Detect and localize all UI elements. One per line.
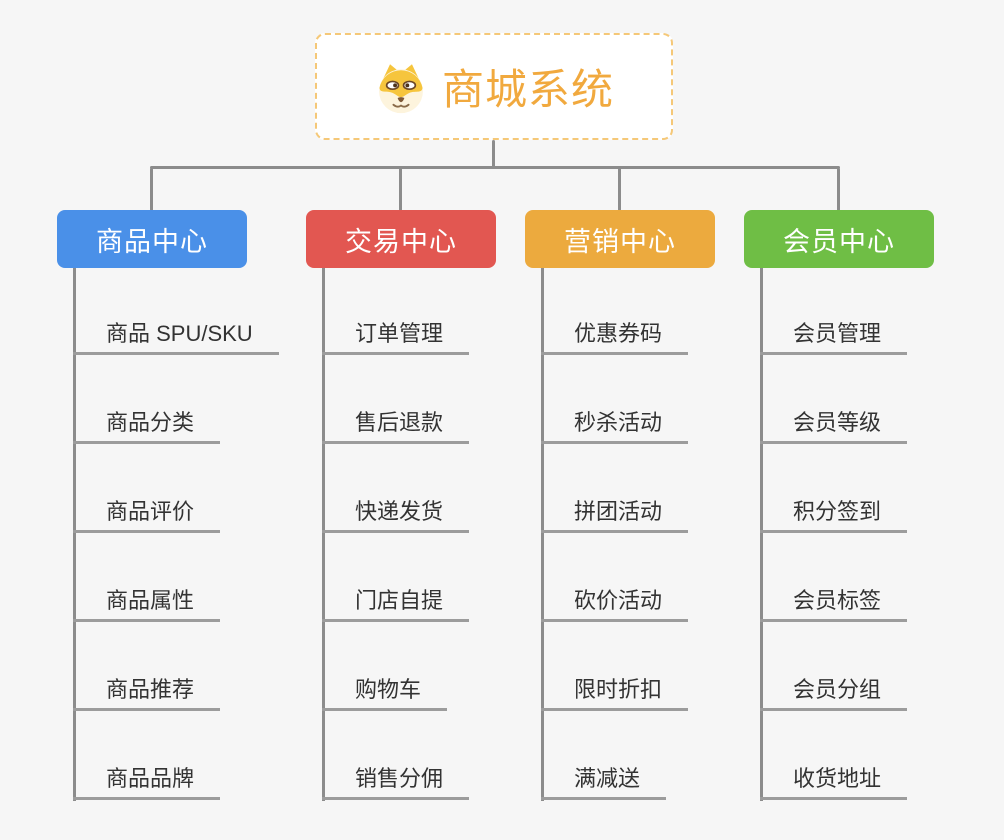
connector-drop-member <box>837 168 840 211</box>
connector-trunk-trade <box>322 268 325 801</box>
leaf-node[interactable]: 会员分组 <box>760 664 908 711</box>
leaf-node[interactable]: 优惠券码 <box>541 308 689 355</box>
root-title: 商城系统 <box>441 66 614 113</box>
branch-node-marketing-center[interactable]: 营销中心 <box>525 210 715 268</box>
leaf-node[interactable]: 商品属性 <box>73 575 221 622</box>
dog-face-icon <box>374 60 428 114</box>
leaf-node[interactable]: 满减送 <box>541 753 667 800</box>
leaf-node[interactable]: 快递发货 <box>322 486 470 533</box>
connector-root-stub <box>492 140 495 168</box>
leaf-node[interactable]: 会员标签 <box>760 575 908 622</box>
leaf-node[interactable]: 会员管理 <box>760 308 908 355</box>
leaf-node[interactable]: 限时折扣 <box>541 664 689 711</box>
leaf-node[interactable]: 商品品牌 <box>73 753 221 800</box>
branch-node-trade-center[interactable]: 交易中心 <box>306 210 496 268</box>
leaf-node[interactable]: 秒杀活动 <box>541 397 689 444</box>
connector-trunk-member <box>760 268 763 801</box>
leaf-node[interactable]: 商品评价 <box>73 486 221 533</box>
leaf-node[interactable]: 订单管理 <box>322 308 470 355</box>
leaf-node[interactable]: 拼团活动 <box>541 486 689 533</box>
leaf-node[interactable]: 砍价活动 <box>541 575 689 622</box>
connector-horizontal-bus <box>150 166 840 169</box>
connector-drop-trade <box>399 168 402 211</box>
leaf-node[interactable]: 收货地址 <box>760 753 908 800</box>
leaf-node[interactable]: 销售分佣 <box>322 753 470 800</box>
leaf-node[interactable]: 积分签到 <box>760 486 908 533</box>
leaf-node[interactable]: 商品分类 <box>73 397 221 444</box>
leaf-node[interactable]: 售后退款 <box>322 397 470 444</box>
connector-drop-marketing <box>618 168 621 211</box>
leaf-node[interactable]: 会员等级 <box>760 397 908 444</box>
leaf-node[interactable]: 门店自提 <box>322 575 470 622</box>
connector-drop-product <box>150 168 153 211</box>
connector-trunk-product <box>73 268 76 801</box>
leaf-node[interactable]: 商品推荐 <box>73 664 221 711</box>
branch-node-product-center[interactable]: 商品中心 <box>57 210 247 268</box>
branch-node-member-center[interactable]: 会员中心 <box>744 210 934 268</box>
connector-trunk-marketing <box>541 268 544 801</box>
leaf-node[interactable]: 商品 SPU/SKU <box>73 308 279 355</box>
leaf-node[interactable]: 购物车 <box>322 664 448 711</box>
root-node[interactable]: 商城系统 <box>315 33 673 140</box>
